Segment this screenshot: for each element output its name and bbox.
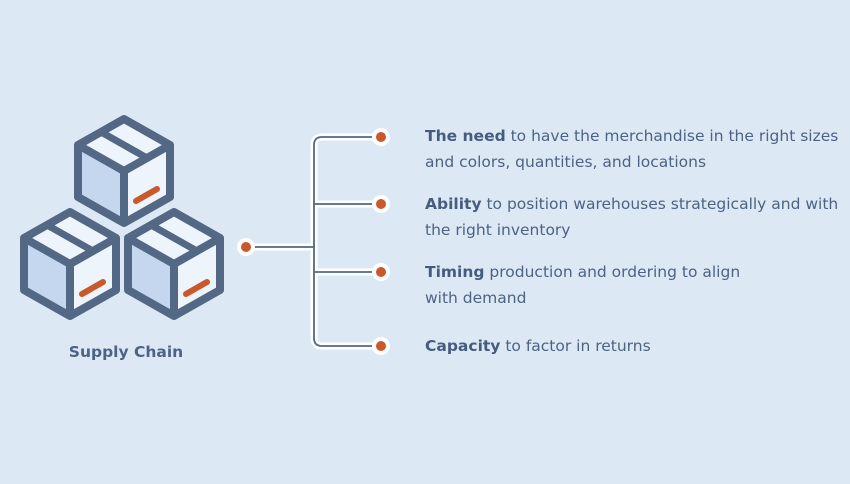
connector-dot-source <box>237 238 255 256</box>
list-item-ability: Ability to position warehouses strategic… <box>425 191 845 243</box>
item-keyword: The need <box>425 127 506 145</box>
list-item-timing: Timing production and ordering to align … <box>425 259 755 311</box>
connector-dot-4 <box>372 337 390 355</box>
item-keyword: Ability <box>425 195 482 213</box>
item-text: production and ordering to align with de… <box>425 263 741 307</box>
item-keyword: Capacity <box>425 337 501 355</box>
connector-dot-2 <box>372 195 390 213</box>
list-item-need: The need to have the merchandise in the … <box>425 123 845 175</box>
box-bottom-right <box>128 212 220 316</box>
box-top <box>78 119 170 223</box>
stacked-boxes-icon <box>24 119 220 316</box>
item-keyword: Timing <box>425 263 485 281</box>
list-item-capacity: Capacity to factor in returns <box>425 333 845 359</box>
connector-dot-1 <box>372 128 390 146</box>
item-text: to position warehouses strategically and… <box>425 195 839 239</box>
connector-lines <box>242 133 385 350</box>
connector-dot-3 <box>372 263 390 281</box>
connector-dots <box>237 128 390 355</box>
item-text: to factor in returns <box>500 337 651 355</box>
item-text: to have the merchandise in the right siz… <box>425 127 839 171</box>
box-bottom-left <box>24 212 116 316</box>
diagram-caption: Supply Chain <box>68 343 184 361</box>
